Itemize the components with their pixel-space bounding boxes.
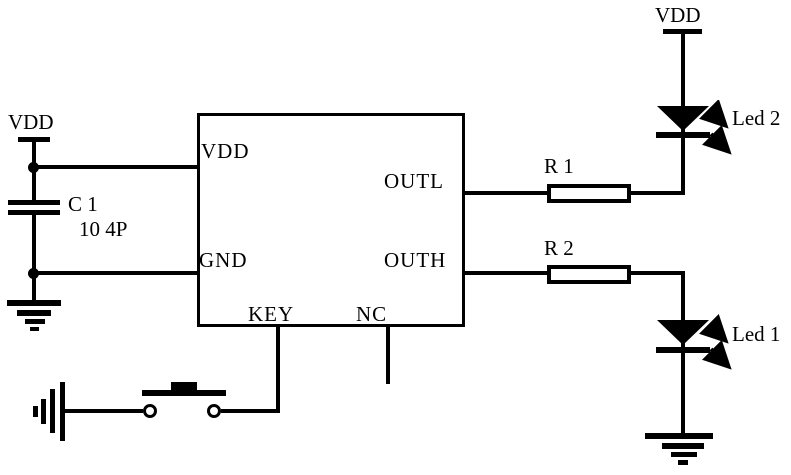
junction-dot-vdd xyxy=(28,162,39,173)
led1-icon xyxy=(656,314,732,370)
junction-dot-gnd xyxy=(28,268,39,279)
capacitor-plate-bottom-icon xyxy=(8,210,60,215)
wire-cap-to-ground xyxy=(32,215,36,302)
capacitor-plate-top-icon xyxy=(8,200,60,205)
capacitor-value: 10 4P xyxy=(79,217,128,241)
wire-button-to-key xyxy=(221,409,280,413)
vdd-right-power-bar-icon xyxy=(663,29,702,34)
ic-pin-label-gnd: GND xyxy=(199,248,248,272)
ic-pin-label-outl: OUTL xyxy=(384,169,444,193)
ic-body xyxy=(197,113,465,327)
resistor-r1-icon xyxy=(547,184,631,203)
led2-icon xyxy=(656,100,732,155)
wire-nc-stub xyxy=(386,327,390,384)
wire-r1-to-led2 xyxy=(631,191,685,195)
push-button-bar xyxy=(142,390,226,396)
resistor-r2-label: R 2 xyxy=(544,236,574,260)
wire-r2-to-led1 xyxy=(631,271,685,275)
wire-outl-to-r1 xyxy=(465,191,548,195)
ic-pin-label-outh: OUTH xyxy=(384,248,447,272)
push-button-terminal-left xyxy=(143,404,157,418)
resistor-r1-label: R 1 xyxy=(544,154,574,178)
ic-pin-label-vdd: VDD xyxy=(201,139,250,163)
ic-pin-label-nc: NC xyxy=(356,302,388,326)
wire-outh-to-r2 xyxy=(465,271,548,275)
vdd-left-power-bar-icon xyxy=(18,137,50,142)
capacitor-designator: C 1 xyxy=(68,192,98,216)
wire-gnd-to-ic xyxy=(34,271,197,275)
wire-key-pin xyxy=(276,327,280,412)
vdd-left-label: VDD xyxy=(8,110,54,134)
wire-vdd-to-ic xyxy=(34,165,197,169)
resistor-r2-icon xyxy=(547,265,631,284)
led1-label: Led 1 xyxy=(732,322,781,346)
vdd-right-label: VDD xyxy=(655,3,701,27)
wire-ground-to-button xyxy=(65,409,143,413)
led2-label: Led 2 xyxy=(732,106,781,130)
ic-pin-label-key: KEY xyxy=(248,302,295,326)
wire-r2-to-ground xyxy=(681,273,685,435)
push-button-cap xyxy=(171,382,197,390)
push-button-terminal-right xyxy=(207,404,221,418)
